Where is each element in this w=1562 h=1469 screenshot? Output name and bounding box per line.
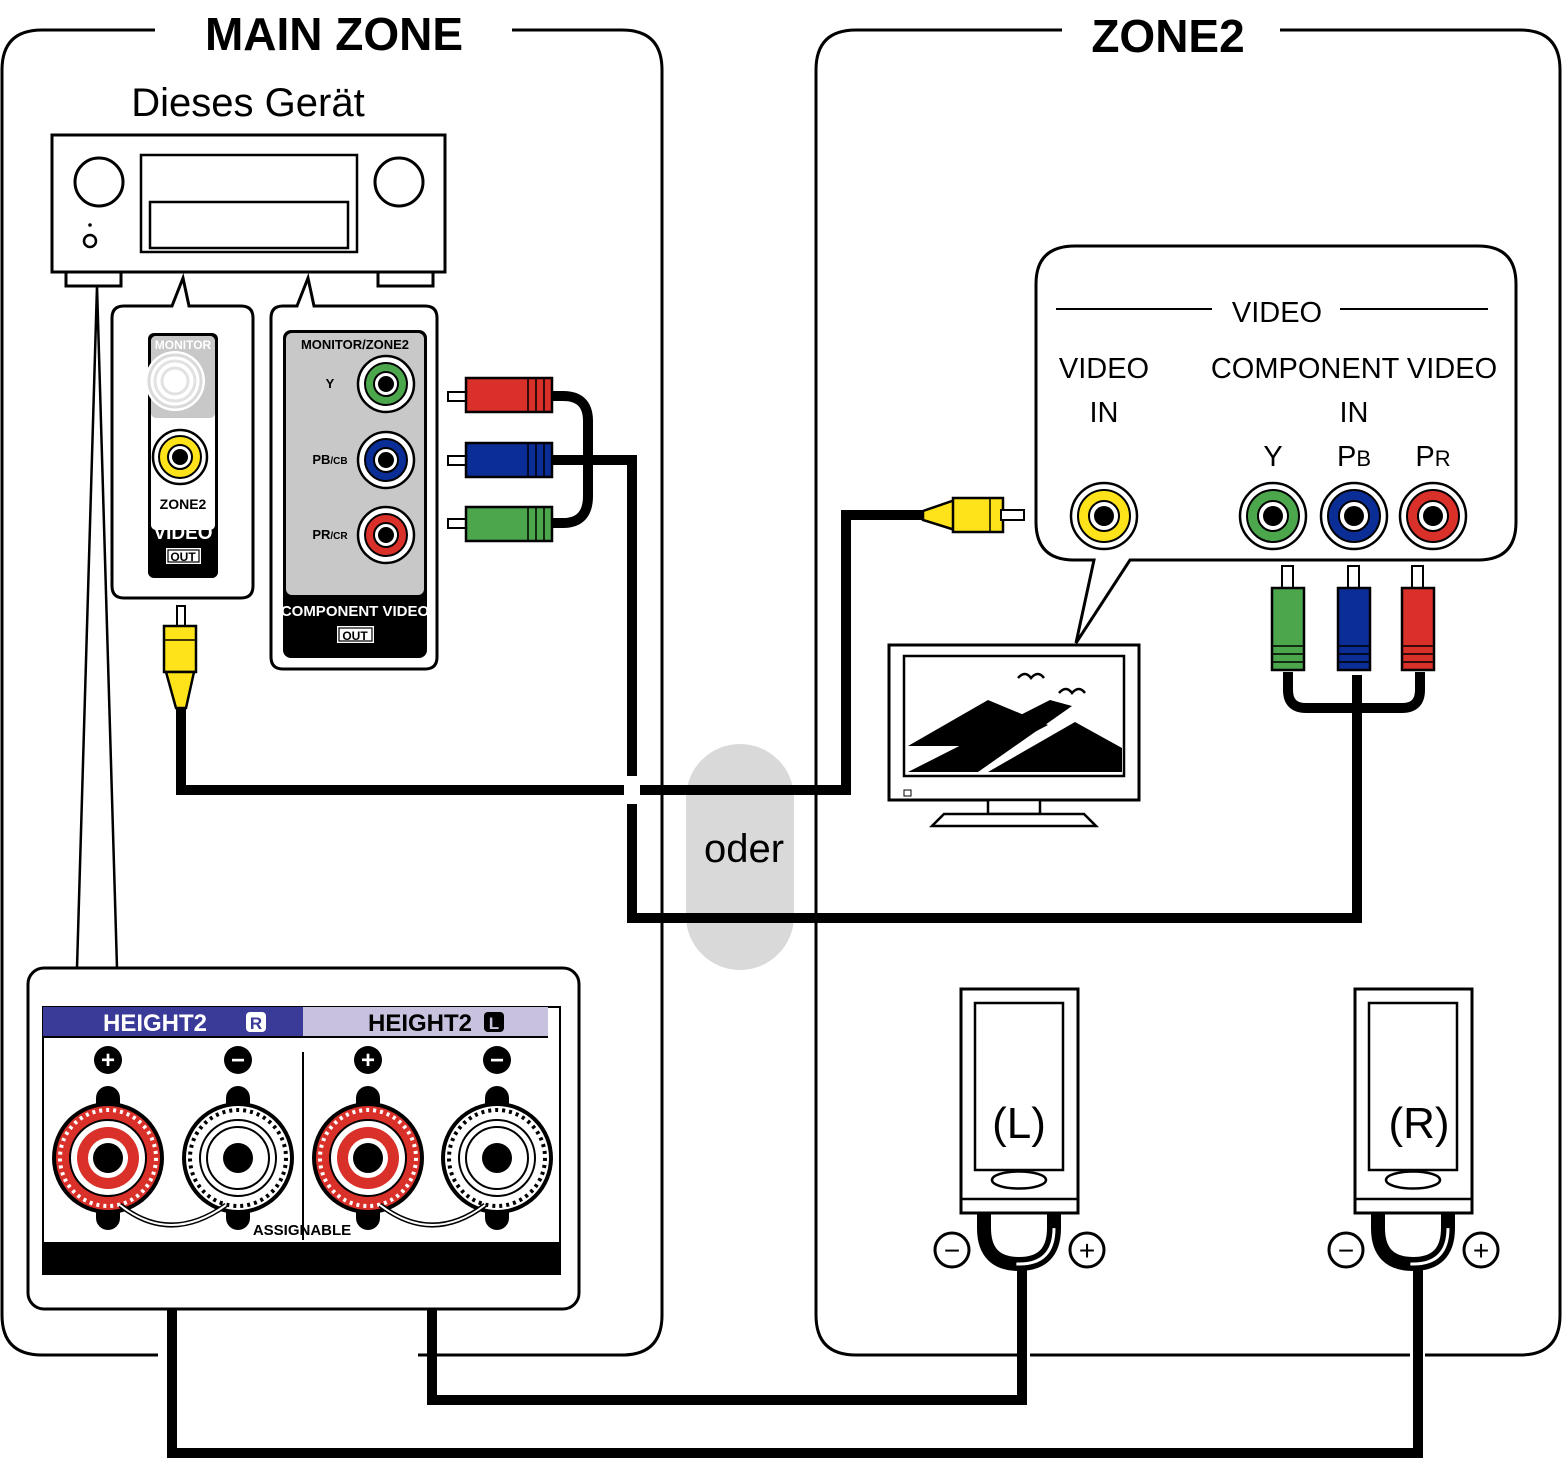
main-zone-frame: MAIN ZONE: [0, 8, 664, 1357]
speaker-right-minus-icon: −: [1327, 1231, 1365, 1269]
component-out-header: MONITOR/ZONE2: [301, 337, 409, 352]
cables: [167, 391, 1425, 1458]
monitor-label: MONITOR: [155, 338, 212, 352]
height2-l-plus-terminal-icon: [312, 1086, 424, 1230]
composite-video-cable: [176, 510, 925, 795]
tv-video-in-label-line1: VIDEO: [1059, 353, 1149, 385]
component-plug-blue-icon: [447, 441, 554, 479]
tv-input-callout: VIDEO VIDEO IN COMPONENT VIDEO IN Y PB P…: [1034, 244, 1518, 644]
tv-component-pr-jack-icon: [1398, 481, 1468, 551]
svg-text:−: −: [944, 1235, 960, 1266]
component-plug-red-icon: [447, 376, 554, 414]
speaker-left-minus-icon: −: [933, 1231, 971, 1269]
height2-l-minus-terminal-icon: [441, 1086, 553, 1230]
zone2-title: ZONE2: [1091, 10, 1244, 62]
tv-video-in-label-line2: IN: [1090, 397, 1119, 429]
speaker-right-plus-icon: +: [1462, 1231, 1500, 1269]
tv-component-y-jack-icon: [1238, 481, 1308, 551]
tv-component-in-label-line2: IN: [1340, 397, 1369, 429]
tv-video-in-jack-icon: [1069, 481, 1139, 551]
svg-text:−: −: [490, 1047, 504, 1074]
component-out-y-label: Y: [326, 376, 335, 391]
height2-l-badge: L: [489, 1014, 499, 1033]
device-caption: Dieses Gerät: [131, 81, 364, 125]
composite-plug-tv-icon: [921, 496, 1025, 534]
monitor-video-jack-icon: [145, 351, 205, 411]
height2-r-plus-icon: +: [94, 1046, 122, 1074]
component-out-y-jack-icon: [356, 354, 416, 414]
svg-text:+: +: [101, 1047, 115, 1074]
svg-text:−: −: [231, 1047, 245, 1074]
zone2-label: ZONE2: [160, 496, 207, 512]
video-out-callout: MONITOR ZONE2 VIDEO OUT: [110, 272, 255, 600]
main-zone-title: MAIN ZONE: [205, 8, 463, 60]
height2-l-plus-icon: +: [354, 1046, 382, 1074]
tv-component-in-label-line1: COMPONENT VIDEO: [1211, 353, 1497, 385]
tv-icon: [887, 643, 1141, 828]
video-label: VIDEO: [153, 523, 212, 544]
component-main-cable: [552, 455, 1362, 923]
component-split-cable: [1283, 672, 1425, 713]
height2-r-minus-icon: −: [224, 1046, 252, 1074]
component-out-pr-label: PR/CR: [312, 527, 348, 542]
component-plug-green-icon: [447, 505, 554, 543]
av-receiver-icon: [50, 133, 447, 288]
height2-l-label: HEIGHT2: [368, 1010, 472, 1037]
speaker-terminal-callout: HEIGHT2 R HEIGHT2 L + − + −: [26, 966, 581, 1311]
svg-text:+: +: [1473, 1235, 1489, 1266]
tv-component-plug-red-icon: [1400, 565, 1436, 672]
assignable-label: ASSIGNABLE: [253, 1222, 351, 1239]
video-out-label: OUT: [170, 550, 196, 564]
speaker-cable-left: [427, 1225, 1027, 1405]
speaker-panel-callout-lines: [75, 285, 119, 969]
tv-component-plug-green-icon: [1270, 565, 1306, 672]
speaker-left-icon: (L) − +: [933, 987, 1106, 1272]
component-out-pr-jack-icon: [356, 505, 416, 565]
height2-r-minus-terminal-icon: [182, 1086, 294, 1230]
component-out-callout: MONITOR/ZONE2 Y PB/CB PR/CR COMPONENT VI…: [269, 272, 439, 671]
height2-l-minus-icon: −: [483, 1046, 511, 1074]
speaker-cable-right: [167, 1225, 1423, 1458]
tv-jack-pr-label: PR: [1415, 441, 1450, 473]
speaker-right-label: (R): [1388, 1099, 1449, 1148]
tv-component-plug-blue-icon: [1336, 565, 1372, 672]
tv-jack-pb-label: PB: [1337, 441, 1371, 473]
zone2-frame: ZONE2: [814, 10, 1562, 1357]
speaker-left-label: (L): [992, 1099, 1046, 1148]
svg-text:+: +: [1079, 1235, 1095, 1266]
tv-video-section-title: VIDEO: [1232, 297, 1322, 329]
component-out-footer: COMPONENT VIDEO: [281, 603, 430, 620]
component-out-pb-label: PB/CB: [312, 452, 347, 467]
speaker-left-plus-icon: +: [1068, 1231, 1106, 1269]
or-label: oder: [704, 827, 784, 871]
svg-text:−: −: [1338, 1235, 1354, 1266]
tv-jack-y-label: Y: [1263, 441, 1282, 473]
composite-plug-device-icon: [162, 605, 198, 710]
height2-r-plus-terminal-icon: [52, 1086, 164, 1230]
tv-component-pb-jack-icon: [1319, 481, 1389, 551]
svg-text:+: +: [361, 1047, 375, 1074]
component-out-pb-jack-icon: [356, 430, 416, 490]
zone2-video-out-jack-icon: [151, 428, 209, 486]
speaker-right-icon: (R) − +: [1327, 987, 1500, 1272]
height2-r-badge: R: [250, 1014, 262, 1033]
component-out-label: OUT: [342, 629, 368, 643]
height2-r-label: HEIGHT2: [103, 1010, 207, 1037]
